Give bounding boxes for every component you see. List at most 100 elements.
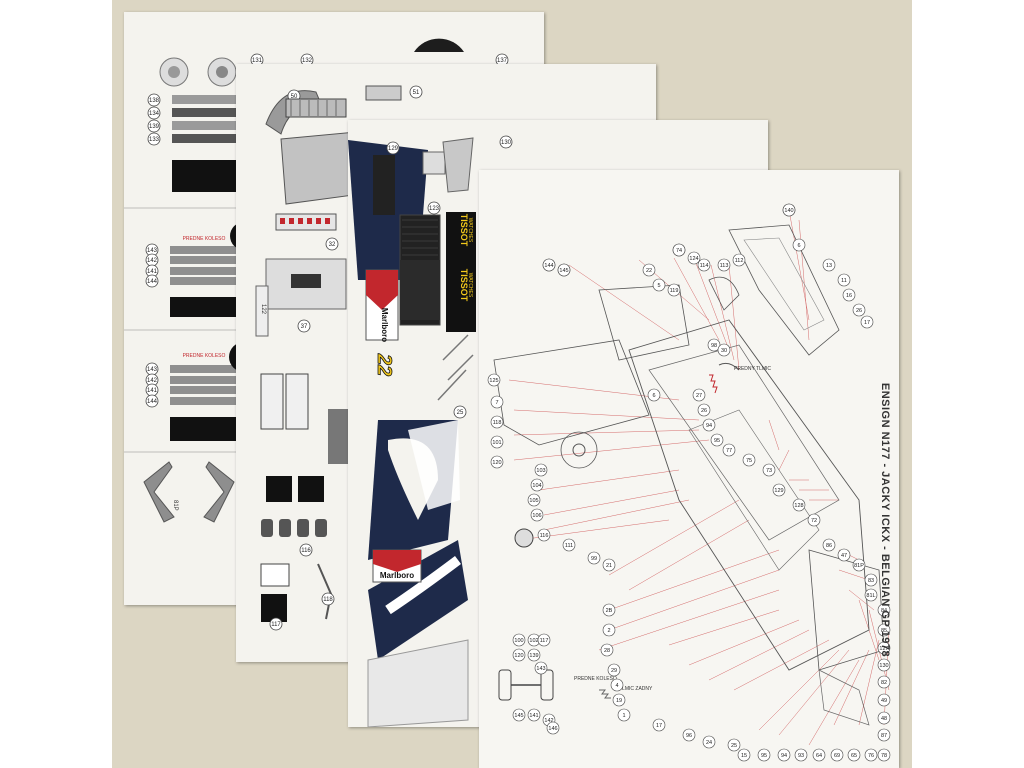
callout-6: 114 xyxy=(700,263,709,269)
tire-black-block-1 xyxy=(172,160,242,192)
tall-panel-b xyxy=(285,373,309,430)
part-51-circle xyxy=(409,85,423,99)
callout-42-circle xyxy=(794,748,808,762)
callout-49-circle xyxy=(877,711,891,725)
part-141-b: 141 xyxy=(147,388,158,394)
part-138-circle xyxy=(147,93,161,107)
sidepod-outline xyxy=(688,409,820,571)
leader-line-26 xyxy=(778,649,850,736)
callout-5: 119 xyxy=(670,288,679,294)
part-130-circle xyxy=(499,135,513,149)
callout-48-circle xyxy=(877,728,891,742)
part-139: 139 xyxy=(149,124,160,130)
tread-strip-c-1 xyxy=(170,376,242,384)
tread-strip-2 xyxy=(172,121,242,130)
callout-27: 21 xyxy=(606,563,612,569)
callout-48: 87 xyxy=(881,733,887,739)
part-130: 130 xyxy=(501,140,512,146)
callout-10: 13 xyxy=(826,263,832,269)
callout-89: 74 xyxy=(676,248,682,254)
part-142-b: 142 xyxy=(147,378,158,384)
callout-31: 29 xyxy=(611,668,617,674)
part-117: 117 xyxy=(271,622,281,628)
callout-16: 7 xyxy=(495,400,498,406)
leader-line-25 xyxy=(758,649,840,731)
logo-patch xyxy=(422,151,446,175)
callout-78-circle xyxy=(537,633,551,647)
part-32-circle xyxy=(325,237,339,251)
callout-15-circle xyxy=(487,373,501,387)
part-37-circle xyxy=(297,319,311,333)
callout-82: 141 xyxy=(529,713,538,719)
callout-45: 65 xyxy=(851,753,857,759)
front-wheel-label: PREDNE KOLESO xyxy=(183,236,226,242)
tissot-sub-1: WATCHES xyxy=(467,218,473,243)
callout-9: 6 xyxy=(797,243,800,249)
callout-30-circle xyxy=(600,643,614,657)
callout-4-circle xyxy=(687,251,701,265)
part-144-b-circle xyxy=(145,394,159,408)
callout-54: 85 xyxy=(881,628,887,634)
callout-25: 111 xyxy=(565,543,573,549)
part-51: 51 xyxy=(413,90,420,96)
marlboro-chevron-1 xyxy=(366,270,398,310)
callout-66: 77 xyxy=(726,448,732,454)
wheel-hub-1-center xyxy=(168,66,180,78)
callout-17-circle xyxy=(490,415,504,429)
callout-12-circle xyxy=(842,288,856,302)
grille-panel xyxy=(285,98,347,118)
callout-20: 103 xyxy=(536,468,545,474)
callout-52: 130 xyxy=(879,663,888,669)
leader-line-9 xyxy=(513,409,700,421)
part-129: 129 xyxy=(388,146,399,152)
callout-5-circle xyxy=(667,283,681,297)
bracket-left xyxy=(143,461,175,523)
callout-40-circle xyxy=(757,748,771,762)
callout-70-circle xyxy=(692,388,706,402)
callout-84: 142 xyxy=(544,718,553,724)
callout-26-circle xyxy=(587,551,601,565)
part-143-b: 143 xyxy=(147,367,158,373)
tire-segment-top xyxy=(414,38,464,52)
tread-strip-1 xyxy=(172,108,242,117)
callout-67: 95 xyxy=(714,438,720,444)
callout-39: 15 xyxy=(741,753,747,759)
callout-26: 99 xyxy=(591,556,597,562)
red-marker-2 xyxy=(298,218,303,224)
callout-67-circle xyxy=(710,433,724,447)
callout-46-circle xyxy=(864,748,878,762)
red-marker-5 xyxy=(325,218,330,224)
roll-hoop-assembly xyxy=(728,224,840,356)
callout-54-circle xyxy=(877,623,891,637)
radiator-lower xyxy=(400,260,440,320)
rear-wing xyxy=(493,339,650,446)
body-highlight xyxy=(408,420,460,510)
black-part-a xyxy=(266,476,292,502)
leader-line-6 xyxy=(710,264,735,361)
callout-19-circle xyxy=(490,455,504,469)
small-piece-3 xyxy=(315,519,327,537)
callout-13-circle xyxy=(852,303,866,317)
callout-17: 118 xyxy=(493,420,502,426)
callout-72: 30 xyxy=(721,348,727,354)
callout-33: 19 xyxy=(616,698,622,704)
bracket-right xyxy=(203,461,235,523)
part-132: 132 xyxy=(302,58,313,64)
callout-86: 140 xyxy=(784,208,793,214)
callout-79-circle xyxy=(512,648,526,662)
callout-28-circle xyxy=(602,603,616,617)
callout-4: 124 xyxy=(689,256,698,262)
front-damper-label: PREDNY TLMIC xyxy=(734,366,771,372)
marlboro-logo-2: Marlboro xyxy=(380,571,414,580)
sheet-title-text: ENSIGN N177 - JACKY ICKX - BELGIAN GP 19… xyxy=(879,382,891,658)
callout-69: 26 xyxy=(701,408,707,414)
callout-39-circle xyxy=(737,748,751,762)
callout-41: 94 xyxy=(781,753,787,759)
rod-part xyxy=(317,563,333,620)
chassis-tub xyxy=(628,319,870,671)
callout-89-circle xyxy=(672,243,686,257)
front-wing-right xyxy=(808,549,885,671)
callout-52-circle xyxy=(877,658,891,672)
